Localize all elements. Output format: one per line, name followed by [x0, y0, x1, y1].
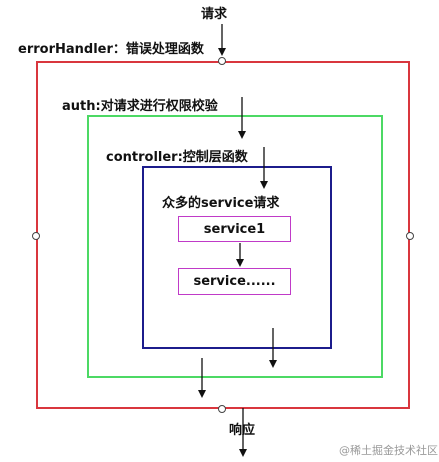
watermark: @稀土掘金技术社区: [339, 444, 438, 457]
top-connector-dot: [218, 57, 226, 65]
service-more-box: service......: [178, 268, 291, 295]
response-label: 响应: [228, 423, 256, 438]
auth-box: [87, 115, 383, 378]
left-connector-dot: [32, 232, 40, 240]
service-more-label: service......: [193, 274, 276, 289]
error-handler-label: errorHandler：错误处理函数: [18, 42, 204, 57]
right-connector-dot: [406, 232, 414, 240]
controller-label: controller:控制层函数: [106, 150, 248, 165]
request-label: 请求: [200, 7, 228, 22]
services-label: 众多的service请求: [162, 196, 280, 211]
service1-label: service1: [203, 221, 266, 237]
controller-box: [142, 166, 332, 349]
bottom-connector-dot: [218, 405, 226, 413]
auth-label: auth:对请求进行权限校验: [62, 99, 218, 114]
service1-box: service1: [178, 216, 291, 242]
